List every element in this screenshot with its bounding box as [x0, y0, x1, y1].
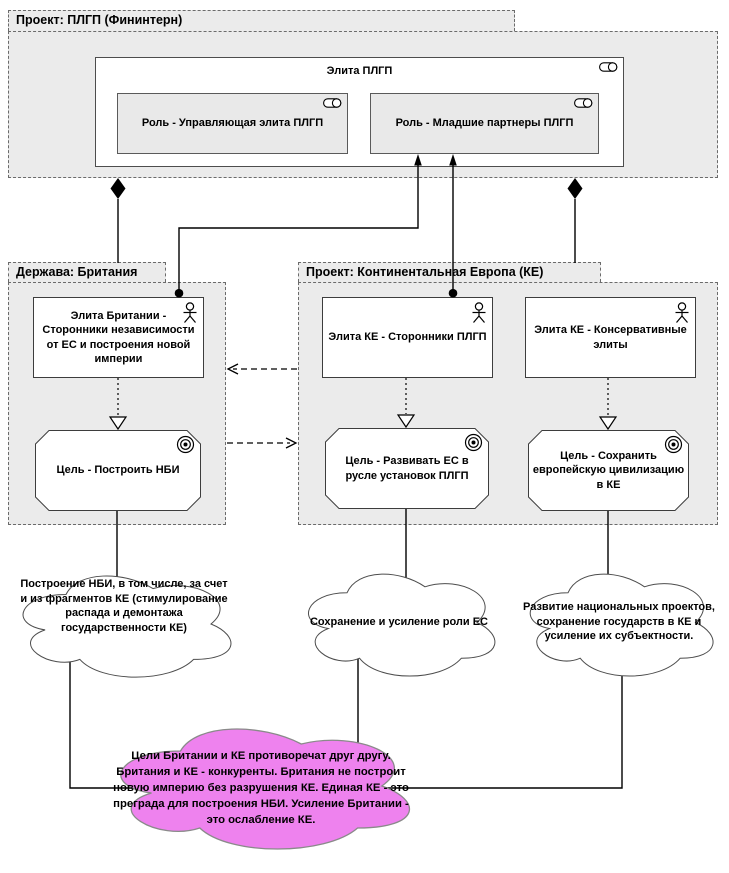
actor-ke-conservative: Элита КЕ - Консервативные элиты [525, 297, 696, 378]
composition-diamond-icon [567, 178, 583, 263]
goal-target-icon [664, 435, 683, 454]
group-plgp-tab: Проект: ПЛГП (Фининтерн) [8, 10, 515, 31]
role-managing-elite: Роль - Управляющая элита ПЛГП [117, 93, 348, 154]
group-britain-title: Держава: Британия [16, 265, 138, 279]
actor-ke-supporters: Элита КЕ - Сторонники ПЛГП [322, 297, 493, 378]
goal-target-icon [176, 435, 195, 454]
influence-arrow-britain-to-ke [227, 437, 298, 449]
goal-octagon-shape [325, 428, 489, 509]
goal-octagon-shape [528, 430, 689, 511]
role-icon [574, 98, 593, 108]
goal-build-nbi-label: Цель - Построить НБИ [56, 464, 180, 477]
influence-arrow-ke-to-britain [226, 363, 297, 375]
role-junior-partners: Роль - Младшие партнеры ПЛГП [370, 93, 599, 154]
cloud-britain-outcome-text: Построение НБИ, в том числе, за счет и и… [20, 578, 228, 634]
actor-ke-conservative-label: Элита КЕ - Консервативные элиты [534, 324, 687, 351]
goal-develop-eu-label: Цель - Развивать ЕС в русле установок ПЛ… [345, 455, 469, 482]
group-ke-title: Проект: Континентальная Европа (КЕ) [306, 265, 544, 279]
goal-target-icon [464, 433, 483, 452]
actor-britain-elite-label: Элита Британии - Сторонники независимост… [42, 309, 195, 366]
group-britain-tab: Держава: Британия [8, 262, 166, 282]
role-icon [599, 62, 618, 72]
goal-build-nbi: Цель - Построить НБИ [35, 430, 201, 511]
actor-ke-supporters-label: Элита КЕ - Сторонники ПЛГП [328, 331, 487, 344]
goal-octagon-shape [35, 430, 201, 511]
role-junior-partners-label: Роль - Младшие партнеры ПЛГП [395, 117, 574, 130]
role-icon [323, 98, 342, 108]
actor-icon [182, 302, 198, 324]
group-ke-tab: Проект: Континентальная Европа (КЕ) [298, 262, 601, 282]
cloud-ke-role-outcome-text: Сохранение и усиление роли ЕС [309, 616, 489, 628]
role-managing-elite-label: Роль - Управляющая элита ПЛГП [141, 117, 324, 130]
actor-icon [674, 302, 690, 324]
cloud-ke-national-outcome-text: Развитие национальных проектов, сохранен… [523, 601, 715, 642]
composition-diamond-icon [110, 178, 126, 263]
group-plgp-title: Проект: ПЛГП (Фининтерн) [16, 13, 183, 27]
cloud-conflict-note-text: Цели Британии и КЕ противоречат друг дру… [113, 750, 409, 826]
goal-preserve-civilization-label: Цель - Сохранить европейскую цивилизацию… [532, 449, 685, 491]
box-elite-plgp-title: Элита ПЛГП [326, 65, 393, 77]
goal-develop-eu: Цель - Развивать ЕС в русле установок ПЛ… [325, 428, 489, 509]
actor-britain-elite: Элита Британии - Сторонники независимост… [33, 297, 204, 378]
goal-preserve-civilization: Цель - Сохранить европейскую цивилизацию… [528, 430, 689, 511]
actor-icon [471, 302, 487, 324]
